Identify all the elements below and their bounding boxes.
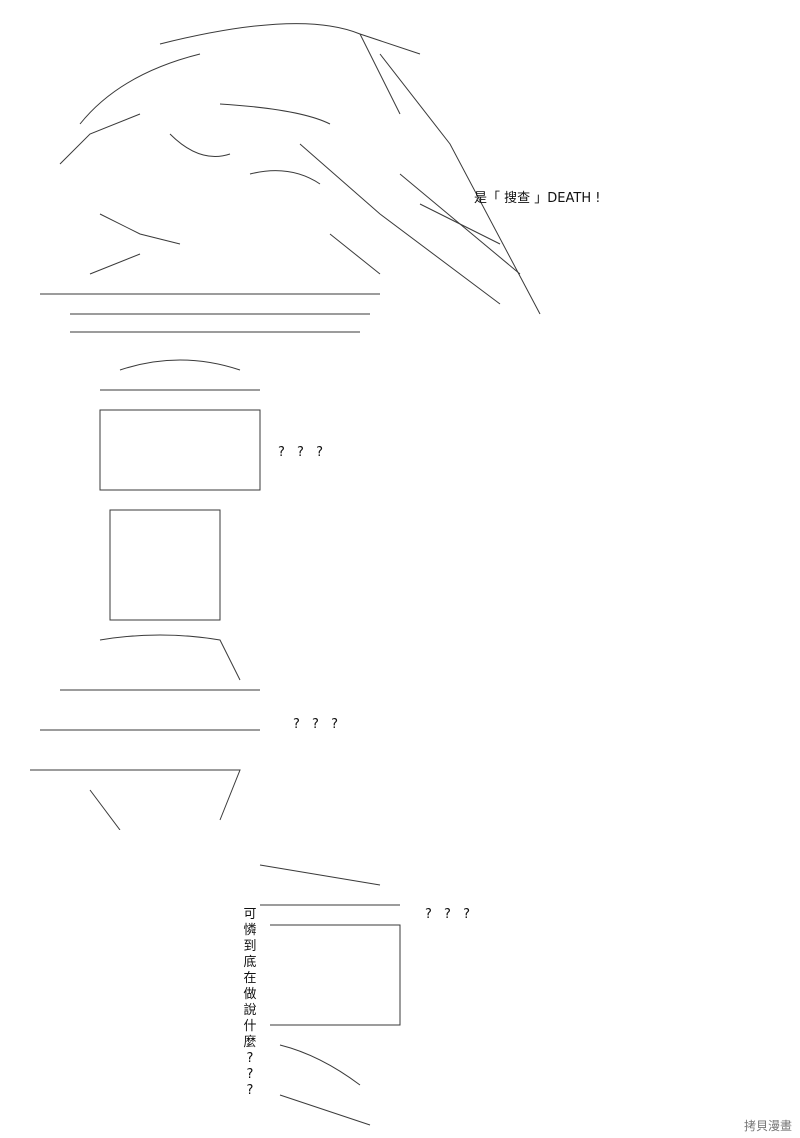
vertical-dialogue: 可 憐 到 底 在 做 說 什 麼 ? ? ? bbox=[242, 907, 258, 1099]
panel-1: 是「 搜查 」DEATH ! bbox=[0, 14, 800, 344]
panel-3: ? ? ? 可 憐 到 底 在 做 說 什 麼 ? ? ? bbox=[0, 855, 800, 1130]
ascii-art-panel-1 bbox=[40, 23, 541, 333]
vertical-char: 憐 bbox=[243, 923, 257, 938]
vertical-char: ? bbox=[246, 1051, 254, 1066]
vertical-char: 到 bbox=[243, 939, 257, 954]
question-marks-1: ? ? ? bbox=[278, 445, 327, 460]
vertical-char: 可 bbox=[243, 907, 257, 922]
vertical-char: 說 bbox=[243, 1003, 257, 1018]
vertical-char: 麼 bbox=[243, 1035, 257, 1050]
question-marks-2: ? ? ? bbox=[293, 717, 342, 732]
watermark: 拷貝漫畫 bbox=[743, 1119, 792, 1133]
question-marks-3: ? ? ? bbox=[425, 907, 474, 922]
vertical-char: ? bbox=[246, 1083, 254, 1098]
ascii-art-panel-2 bbox=[30, 359, 261, 830]
ascii-art-panel-3 bbox=[259, 864, 401, 1126]
panel-2: ? ? ? ? ? ? bbox=[0, 350, 800, 830]
vertical-char: 什 bbox=[243, 1019, 257, 1034]
speech-text: 是「 搜查 」DEATH ! bbox=[474, 191, 601, 206]
vertical-char: ? bbox=[246, 1067, 254, 1082]
vertical-char: 在 bbox=[243, 971, 257, 986]
vertical-char: 做 bbox=[243, 987, 257, 1002]
vertical-char: 底 bbox=[243, 955, 257, 970]
